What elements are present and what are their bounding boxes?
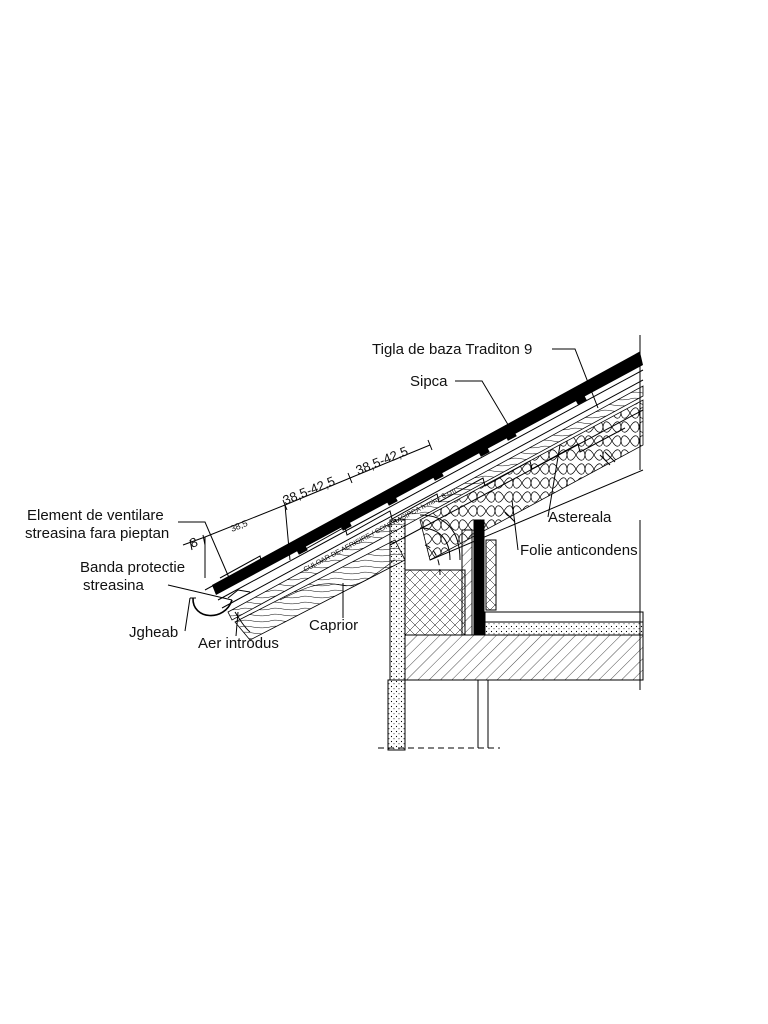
dimension-range-1: 38,5-42,5 bbox=[281, 473, 338, 507]
label-sipca: Sipca bbox=[410, 373, 448, 390]
label-tigla: Tigla de baza Traditon 9 bbox=[372, 341, 532, 358]
wall-structure bbox=[378, 514, 644, 751]
label-folie: Folie anticondens bbox=[520, 542, 638, 559]
label-banda-1: Banda protectie bbox=[80, 559, 185, 576]
roof-assembly bbox=[204, 335, 644, 641]
dimension-range-2: 38,5-42,5 bbox=[354, 443, 411, 477]
label-aer: Aer introdus bbox=[198, 635, 279, 652]
gutter bbox=[190, 589, 251, 633]
leader-lines bbox=[167, 348, 599, 637]
label-caprior: Caprior bbox=[309, 617, 358, 634]
sheathing bbox=[227, 385, 644, 621]
dimension-8: 8 bbox=[188, 534, 200, 551]
dimension-lines bbox=[182, 439, 433, 578]
dimension-38-5: 38,5 bbox=[229, 518, 249, 534]
label-astereala: Astereala bbox=[548, 509, 612, 526]
label-jgheab: Jgheab bbox=[129, 624, 178, 641]
label-element-ventilare-2: streasina fara pieptan bbox=[25, 525, 169, 542]
battens bbox=[294, 392, 587, 555]
label-banda-2: streasina bbox=[83, 577, 145, 594]
roof-tiles bbox=[212, 352, 643, 595]
label-element-ventilare-1: Element de ventilare bbox=[27, 507, 164, 524]
